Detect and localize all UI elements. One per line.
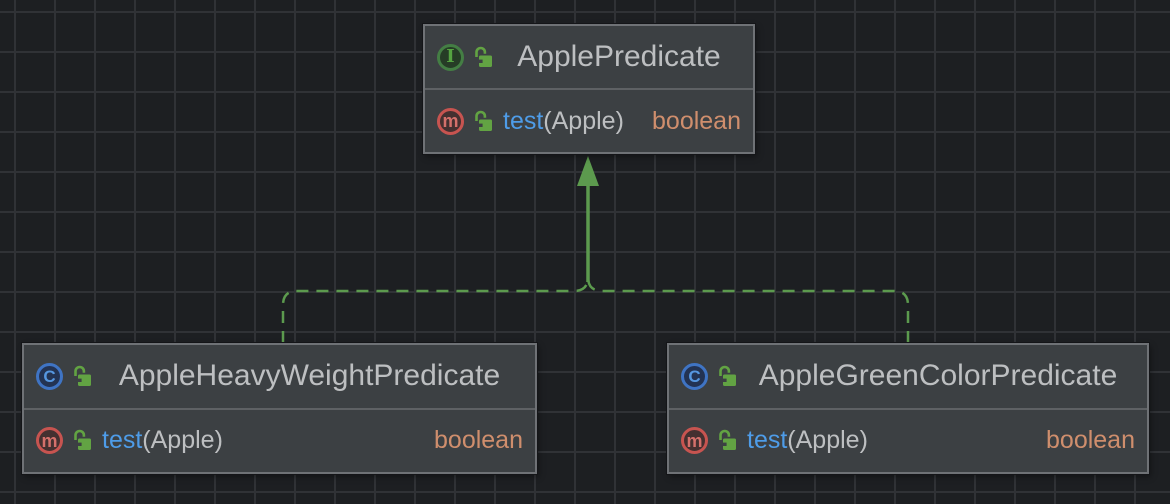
realization-arrowhead-icon [577,156,599,186]
class-node-applegreencolorpredicate[interactable]: C AppleGreenColorPredicate m [667,343,1149,474]
method-params: (Apple) [142,426,223,455]
class-icon: C [681,362,708,390]
interface-icon: I [437,43,464,71]
public-visibility-icon [72,365,93,388]
method-name: test [747,426,788,455]
method-name: test [503,106,544,135]
realization-edge-applegreencolorpredicate[interactable] [586,186,910,343]
method-params: (Apple) [543,106,624,135]
method-icon: m [36,427,63,455]
method-signature: test(Apple) [102,426,223,455]
method-icon: m [437,107,464,135]
class-node-applepredicate[interactable]: I ApplePredicate m [423,24,755,154]
node-header: I ApplePredicate [425,26,753,90]
members-section: m test(Apple) boolean [24,410,535,473]
method-row[interactable]: m test(Apple) boolean [24,426,535,455]
method-signature: test(Apple) [503,107,624,136]
node-header: C AppleHeavyWeightPredicate [24,345,535,410]
public-visibility-icon [717,429,738,452]
class-node-appleheavyweightpredicate[interactable]: C AppleHeavyWeightPredicate m [22,343,537,474]
method-return-type: boolean [1046,426,1135,455]
method-params: (Apple) [787,426,868,455]
class-icon: C [36,362,63,390]
method-icon: m [681,427,708,455]
members-section: m test(Apple) boolean [425,90,753,152]
class-title: AppleHeavyWeightPredicate [118,359,501,393]
class-title: AppleGreenColorPredicate [758,359,1118,393]
method-row[interactable]: m test(Apple) boolean [669,426,1147,455]
public-visibility-icon [473,110,494,133]
method-signature: test(Apple) [747,426,868,455]
members-section: m test(Apple) boolean [669,410,1147,473]
method-name: test [102,426,143,455]
public-visibility-icon [717,365,738,388]
method-row[interactable]: m test(Apple) boolean [425,107,753,136]
method-return-type: boolean [434,426,523,455]
node-header: C AppleGreenColorPredicate [669,345,1147,410]
public-visibility-icon [72,429,93,452]
method-return-type: boolean [652,106,741,135]
realization-edge-appleheavyweightpredicate[interactable] [281,186,590,343]
public-visibility-icon [473,46,494,69]
class-title: ApplePredicate [517,40,721,73]
